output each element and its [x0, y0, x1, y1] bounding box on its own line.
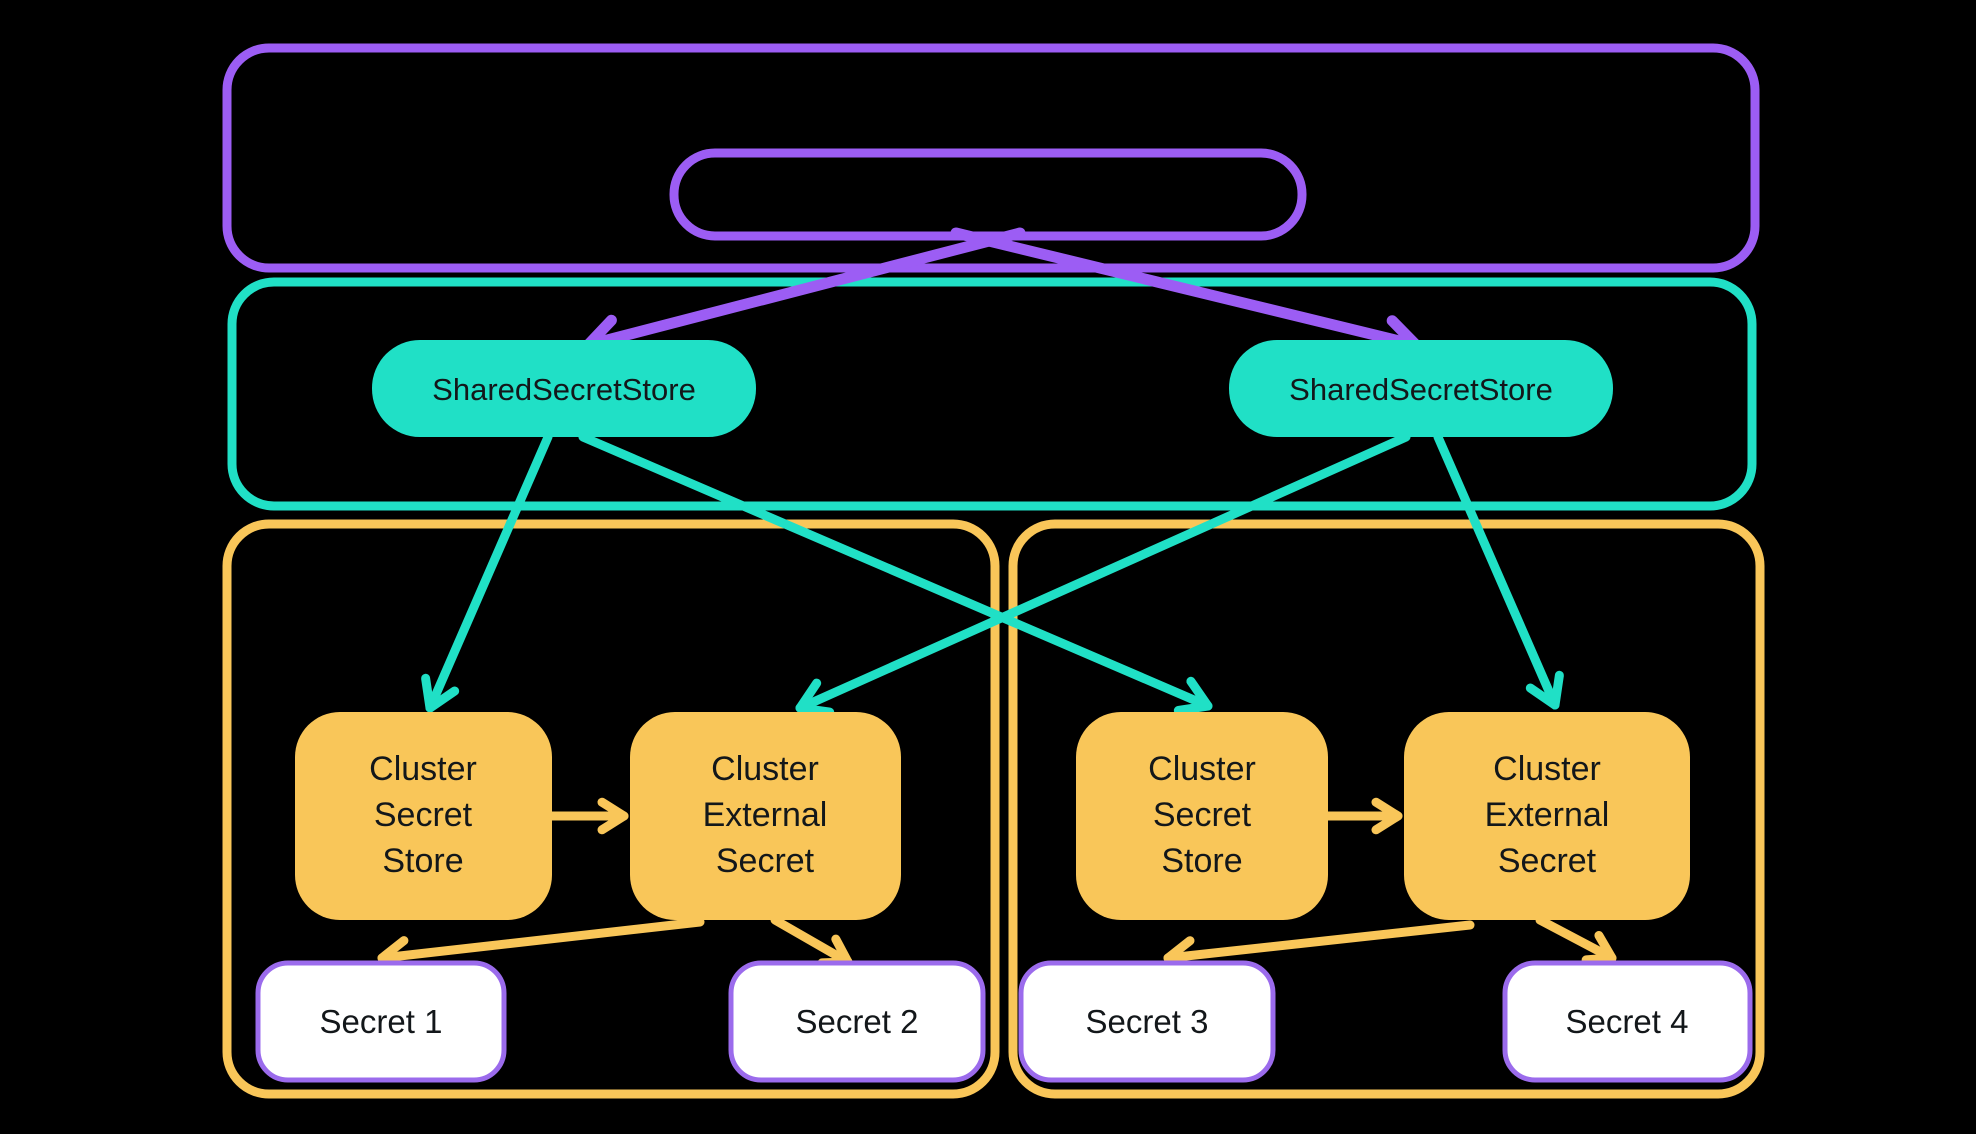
secret-1: Secret 1	[255, 960, 507, 1083]
arrow-top-to-shared-store-right-shaft	[950, 227, 1422, 351]
cluster-secret-store-right-line1: Cluster	[1148, 750, 1256, 788]
arrow-sss-left-to-css-left	[421, 432, 553, 713]
secret-2-label: Secret 2	[796, 1003, 919, 1040]
cluster-secret-store-left-shape	[295, 712, 552, 920]
secret-4-shape	[1502, 960, 1753, 1083]
shared-store-band	[227, 277, 1757, 511]
cluster-secret-store-right: Cluster Secret Store	[1076, 712, 1328, 920]
cluster-secret-store-left-line1: Cluster	[369, 750, 477, 788]
arrow-css-right-to-ces-right	[1323, 797, 1403, 835]
arrow-top-to-shared-store-left-shaft	[582, 227, 1026, 351]
shared-secret-store-left-shape	[372, 340, 756, 437]
cluster-external-secret-right-line3: Secret	[1498, 842, 1597, 880]
cluster-external-secret-left-shape	[630, 712, 901, 920]
cluster-external-secret-left-line3: Secret	[716, 842, 815, 880]
arrow-ces-right-to-secret4-shaft	[1535, 915, 1617, 963]
cluster-secret-store-left: Cluster Secret Store	[295, 712, 552, 920]
cluster-secret-store-left-line3: Store	[382, 842, 463, 880]
top-controller-box	[222, 43, 1760, 273]
secret-1-label: Secret 1	[320, 1003, 443, 1040]
arrow-ces-right-to-secret4-head	[1581, 931, 1617, 965]
arrow-sss-left-to-css-right-head	[1173, 676, 1213, 715]
cluster-box-right	[1008, 519, 1765, 1099]
secret-4: Secret 4	[1502, 960, 1753, 1083]
shared-secret-store-left: SharedSecretStore	[372, 340, 756, 437]
arrow-sss-left-to-css-left-head	[421, 673, 460, 713]
cluster-external-secret-right-line1: Cluster	[1493, 750, 1601, 788]
arrow-sss-right-to-ces-left-shaft	[795, 432, 1411, 713]
shared-secret-store-right-shape	[1229, 340, 1613, 437]
arrow-ces-left-to-secret1-shaft	[377, 917, 705, 963]
arrow-top-to-shared-store-right	[950, 227, 1422, 362]
cluster-external-secret-right-line2: External	[1485, 796, 1610, 834]
arrow-ces-left-to-secret2-shaft	[770, 915, 853, 967]
arrow-sss-left-to-css-right	[578, 432, 1213, 715]
cluster-external-secret-left: Cluster External Secret	[630, 712, 901, 920]
arrow-ces-right-to-secret3-shaft	[1163, 920, 1475, 963]
cluster-external-secret-left-line1: Cluster	[711, 750, 819, 788]
shared-secret-store-right-label: SharedSecretStore	[1289, 372, 1553, 407]
shared-secret-store-right: SharedSecretStore	[1229, 340, 1613, 437]
cluster-secret-store-right-line2: Secret	[1153, 796, 1252, 834]
arrow-css-left-to-ces-left	[547, 797, 629, 835]
controller-pill	[669, 148, 1307, 241]
arrow-sss-right-to-ces-right-head	[1525, 670, 1564, 710]
cluster-external-secret-right-shape	[1404, 712, 1690, 920]
cluster-external-secret-right: Cluster External Secret	[1404, 712, 1690, 920]
secret-2: Secret 2	[728, 960, 986, 1083]
cluster-secret-store-right-shape	[1076, 712, 1328, 920]
arrow-sss-right-to-ces-left	[795, 432, 1411, 717]
cluster-box-left	[222, 519, 1000, 1099]
arrow-css-right-to-ces-right-head	[1371, 797, 1403, 835]
secret-1-shape	[255, 960, 507, 1083]
arrow-sss-left-to-css-right-shaft	[578, 432, 1213, 711]
arrow-top-to-shared-store-left	[582, 227, 1026, 361]
secret-3-label: Secret 3	[1086, 1003, 1209, 1040]
secret-2-shape	[728, 960, 986, 1083]
arrow-sss-left-to-css-left-shaft	[425, 432, 553, 713]
arrow-ces-right-to-secret4	[1535, 915, 1617, 965]
arrow-ces-left-to-secret2	[770, 915, 853, 968]
arrow-sss-right-to-ces-right	[1433, 432, 1564, 710]
arrow-sss-right-to-ces-right-shaft	[1433, 432, 1560, 710]
cluster-secret-store-right-line3: Store	[1161, 842, 1242, 880]
cluster-secret-store-left-line2: Secret	[374, 796, 473, 834]
arrow-sss-right-to-ces-left-head	[795, 678, 835, 717]
secret-4-label: Secret 4	[1566, 1003, 1689, 1040]
shared-secret-store-left-label: SharedSecretStore	[432, 372, 696, 407]
arrow-css-left-to-ces-left-head	[597, 797, 629, 835]
cluster-external-secret-left-line2: External	[703, 796, 828, 834]
secret-3: Secret 3	[1018, 960, 1276, 1083]
secret-3-shape	[1018, 960, 1276, 1083]
